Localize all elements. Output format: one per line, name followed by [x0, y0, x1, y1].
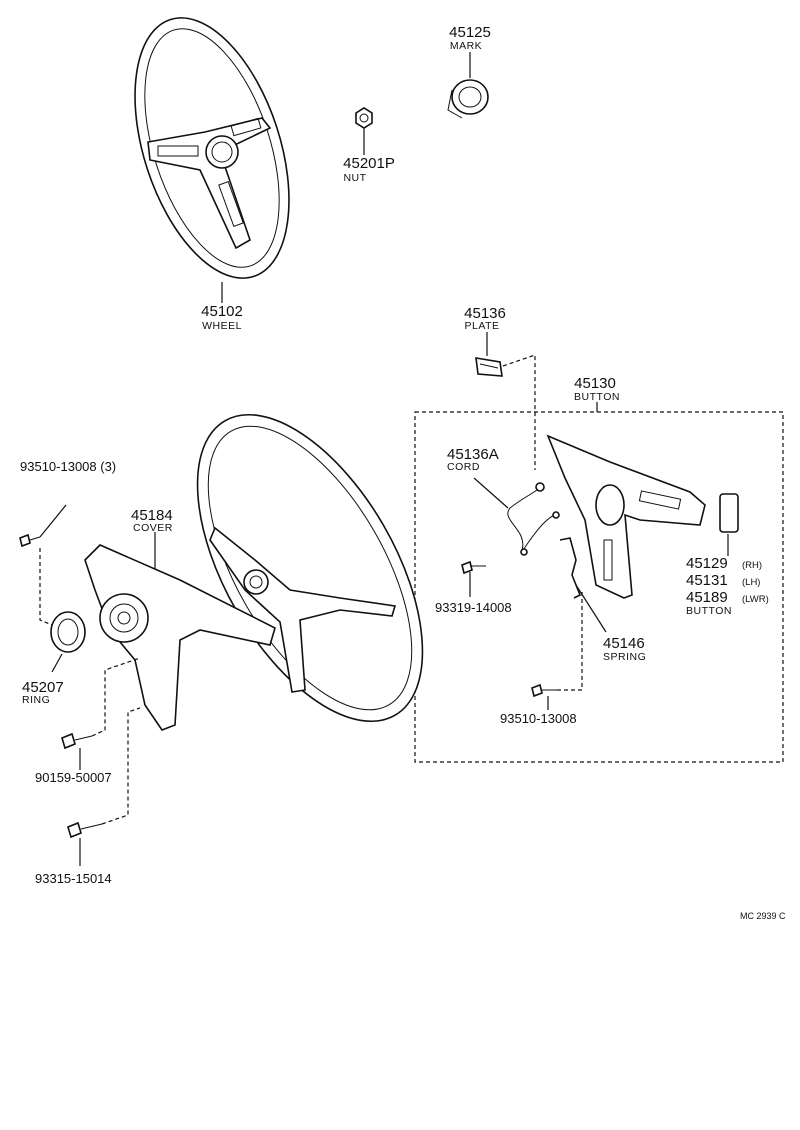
screw-mid-number: 93319-14008 — [435, 600, 512, 615]
plate-name: PLATE — [465, 320, 500, 332]
spring-name: SPRING — [603, 651, 646, 663]
spring-number: 45146 — [603, 635, 645, 652]
plate-number: 45136 — [464, 305, 506, 322]
button-assembly-box — [414, 402, 784, 763]
bolt-b — [67, 707, 141, 866]
nut-name: NUT — [343, 172, 366, 184]
button-lh-number: 45131 — [686, 572, 728, 589]
bolt-a-number: 90159-50007 — [35, 770, 112, 785]
ring-name: RING — [22, 694, 50, 706]
nut-part — [355, 107, 373, 155]
button-lwr-name: BUTTON — [686, 605, 732, 617]
screw-top-left — [19, 504, 67, 626]
button-assy-number: 45130 — [574, 375, 616, 392]
ring-part — [50, 611, 86, 673]
steering-wheel-bottom — [196, 413, 424, 723]
steering-wheel-top — [134, 17, 290, 279]
mark-part — [447, 52, 489, 119]
screw-top-number: 93510-13008 (3) — [20, 459, 116, 474]
cover-number: 45184 — [131, 507, 173, 524]
button-rh-suffix: (RH) — [742, 560, 762, 571]
screw-spring-number: 93510-13008 — [500, 711, 577, 726]
mark-name: MARK — [450, 40, 482, 52]
button-rh-number: 45129 — [686, 555, 728, 572]
cord-number: 45136A — [447, 446, 499, 463]
button-assy-name: BUTTON — [574, 391, 620, 403]
bolt-b-number: 93315-15014 — [35, 871, 112, 886]
wheel-name: WHEEL — [202, 320, 242, 332]
bolt-a — [61, 657, 141, 770]
cover-name: COVER — [133, 522, 173, 534]
button-lwr-number: 45189 — [686, 589, 728, 606]
nut-number: 45201P — [343, 155, 395, 172]
button-lh-suffix: (LH) — [742, 577, 760, 588]
plate-part — [475, 332, 536, 470]
cover-part — [84, 532, 276, 731]
button-lwr-suffix: (LWR) — [742, 594, 769, 605]
ring-number: 45207 — [22, 679, 64, 696]
mark-number: 45125 — [449, 24, 491, 41]
footer-code: MC 2939 C — [740, 911, 786, 921]
cord-name: CORD — [447, 461, 480, 473]
wheel-number: 45102 — [201, 303, 243, 320]
